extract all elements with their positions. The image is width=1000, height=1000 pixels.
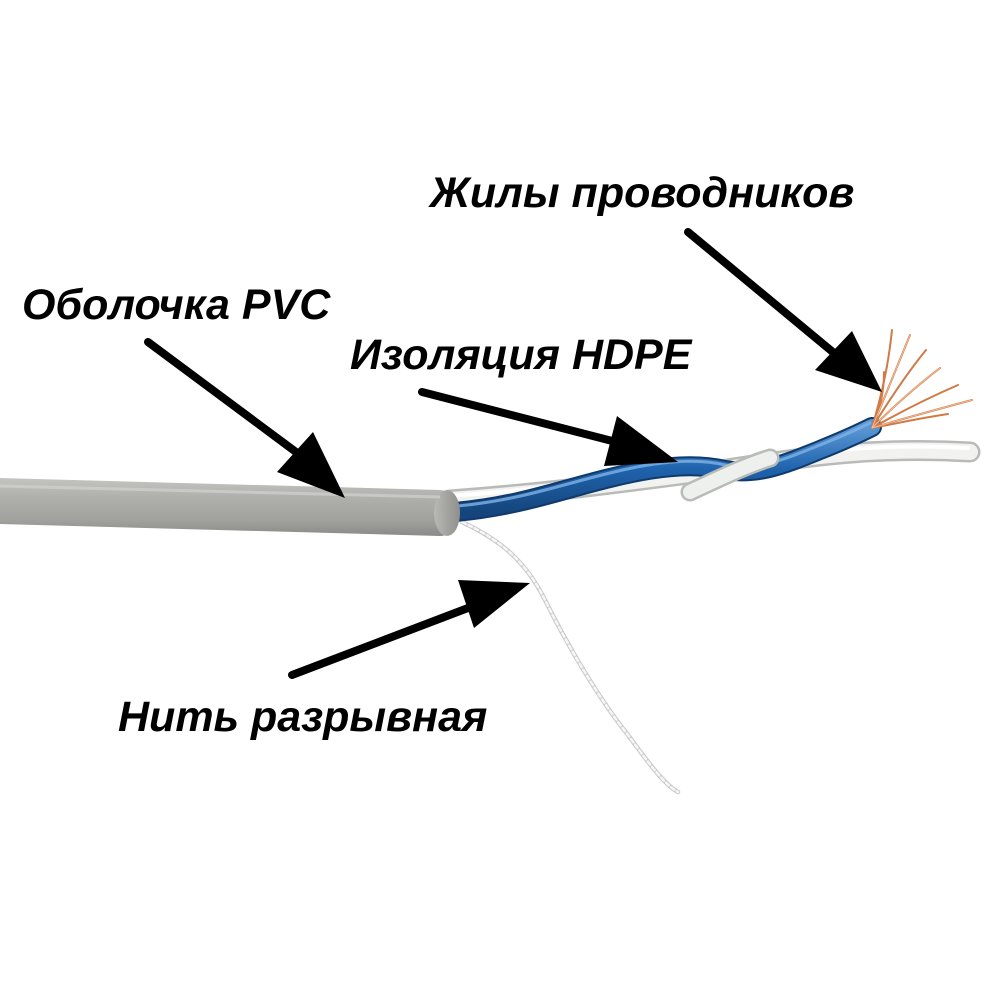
ripcord-thread [459,519,681,795]
arrow-insulation [418,388,678,466]
arrow-ripcord [288,580,530,679]
blue-wire [445,417,882,522]
label-insulation: Изоляция HDPE [350,331,692,379]
copper-strands-highlight [871,334,973,429]
pvc-sheath [0,478,460,536]
label-sheath: Оболочка PVC [22,281,331,329]
arrow-sheath [144,338,345,498]
label-ripcord: Нить разрывная [118,693,488,741]
label-conductors: Жилы проводников [430,169,855,217]
arrow-conductors [684,228,882,392]
white-wire-twist [680,448,780,502]
